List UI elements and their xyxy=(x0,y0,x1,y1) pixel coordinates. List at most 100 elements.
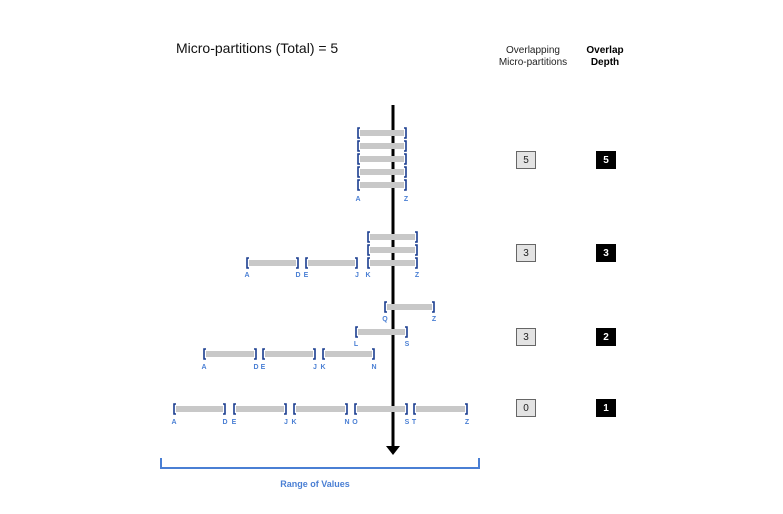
partition-s3-g3-1-from-label: A xyxy=(201,364,206,371)
partition-s1-g1-4-open-bracket xyxy=(357,166,360,178)
partition-s3-g3-3-bar xyxy=(325,351,372,357)
partition-s3-g2-1-to-label: S xyxy=(405,341,410,348)
partition-s4-g1-3-open-bracket xyxy=(293,403,296,415)
partition-s3-g3-1-to-label: D xyxy=(253,364,258,371)
diagram-title: Micro-partitions (Total) = 5 xyxy=(176,40,339,56)
partition-s3-g3-1-open-bracket xyxy=(203,348,206,360)
partition-s3-g3-1-close-bracket xyxy=(254,348,257,360)
overlap-depth-box-1: 5 xyxy=(596,151,616,169)
partition-s3-g3-3-open-bracket xyxy=(322,348,325,360)
partition-s1-g1-4-close-bracket xyxy=(404,166,407,178)
partition-s2-g1-3-from-label: K xyxy=(365,272,370,279)
overlapping-count-box-3: 3 xyxy=(516,328,536,346)
partition-s3-g1-1-to-label: Z xyxy=(432,316,437,323)
partition-s2-g2-1-open-bracket xyxy=(246,257,249,269)
range-of-values-label: Range of Values xyxy=(280,479,350,489)
partition-s2-g1-3-bar xyxy=(370,260,415,266)
partition-s4-g1-5-to-label: Z xyxy=(465,419,470,426)
overlapping-column-header: Overlapping Micro-partitions xyxy=(498,45,568,68)
overlapping-count-box-2: 3 xyxy=(516,244,536,262)
partition-s3-g1-1-open-bracket xyxy=(384,301,387,313)
partition-s1-g1-3-close-bracket xyxy=(404,153,407,165)
partition-s3-g3-2-to-label: J xyxy=(313,364,317,371)
partition-s4-g1-3-bar xyxy=(296,406,345,412)
partition-s4-g1-2-to-label: J xyxy=(284,419,288,426)
partition-s2-g1-3-to-label: Z xyxy=(415,272,420,279)
partition-s2-g2-2-to-label: J xyxy=(355,272,359,279)
partition-s4-g1-5-bar xyxy=(416,406,465,412)
partition-s2-g1-2-open-bracket xyxy=(367,244,370,256)
range-bracket xyxy=(160,458,480,469)
partition-s1-g1-5-bar xyxy=(360,182,404,188)
partition-s4-g1-5-from-label: T xyxy=(412,419,417,426)
partition-s4-g1-3-close-bracket xyxy=(345,403,348,415)
partition-s3-g3-2-from-label: E xyxy=(261,364,266,371)
partition-s3-g3-3-close-bracket xyxy=(372,348,375,360)
partition-s3-g3-2-close-bracket xyxy=(313,348,316,360)
partition-s1-g1-5-close-bracket xyxy=(404,179,407,191)
partition-s3-g2-1-open-bracket xyxy=(355,326,358,338)
partition-s4-g1-5-open-bracket xyxy=(413,403,416,415)
partition-s3-g1-1-from-label: Q xyxy=(382,316,388,323)
partition-s3-g2-1-bar xyxy=(358,329,405,335)
overlapping-count-box-1: 5 xyxy=(516,151,536,169)
partition-s3-g3-3-to-label: N xyxy=(371,364,376,371)
partition-s2-g1-2-bar xyxy=(370,247,415,253)
partition-s4-g1-4-bar xyxy=(357,406,405,412)
partition-s4-g1-4-close-bracket xyxy=(405,403,408,415)
partition-s4-g1-1-open-bracket xyxy=(173,403,176,415)
partition-s1-g1-2-bar xyxy=(360,143,404,149)
partition-s1-g1-2-close-bracket xyxy=(404,140,407,152)
partition-s2-g1-1-open-bracket xyxy=(367,231,370,243)
partition-s1-g1-3-open-bracket xyxy=(357,153,360,165)
partition-s4-g1-4-from-label: O xyxy=(352,419,358,426)
partition-s1-g1-5-open-bracket xyxy=(357,179,360,191)
partition-s2-g1-2-close-bracket xyxy=(415,244,418,256)
partition-s2-g2-2-open-bracket xyxy=(305,257,308,269)
overlap-depth-box-4: 1 xyxy=(596,399,616,417)
partition-s3-g3-2-bar xyxy=(265,351,313,357)
partition-s1-g1-1-close-bracket xyxy=(404,127,407,139)
partition-s4-g1-4-open-bracket xyxy=(354,403,357,415)
partition-s2-g2-2-close-bracket xyxy=(355,257,358,269)
partition-s2-g2-2-from-label: E xyxy=(304,272,309,279)
partition-s3-g3-2-open-bracket xyxy=(262,348,265,360)
overlap-depth-box-3: 2 xyxy=(596,328,616,346)
partition-s3-g2-1-close-bracket xyxy=(405,326,408,338)
partition-s1-g1-4-bar xyxy=(360,169,404,175)
partition-s2-g2-1-bar xyxy=(249,260,296,266)
partition-s3-g3-3-from-label: K xyxy=(320,364,325,371)
partition-s4-g1-2-open-bracket xyxy=(233,403,236,415)
partition-s3-g2-1-from-label: L xyxy=(354,341,359,348)
partition-s4-g1-5-close-bracket xyxy=(465,403,468,415)
overlapping-count-box-4: 0 xyxy=(516,399,536,417)
partition-s1-g1-5-from-label: A xyxy=(355,196,360,203)
overlap-depth-box-2: 3 xyxy=(596,244,616,262)
partition-s2-g1-3-close-bracket xyxy=(415,257,418,269)
partition-s4-g1-1-from-label: A xyxy=(171,419,176,426)
partition-s2-g2-1-to-label: D xyxy=(295,272,300,279)
partition-s1-g1-1-bar xyxy=(360,130,404,136)
overlap-depth-column-header: Overlap Depth xyxy=(586,45,624,68)
partition-s4-g1-3-from-label: K xyxy=(291,419,296,426)
partition-s2-g2-1-from-label: A xyxy=(244,272,249,279)
partition-s4-g1-2-from-label: E xyxy=(232,419,237,426)
partition-s4-g1-1-bar xyxy=(176,406,223,412)
partition-s3-g3-1-bar xyxy=(206,351,254,357)
partition-s4-g1-4-to-label: S xyxy=(405,419,410,426)
partition-s4-g1-2-close-bracket xyxy=(284,403,287,415)
partition-s1-g1-3-bar xyxy=(360,156,404,162)
partition-s2-g2-2-bar xyxy=(308,260,355,266)
value-axis-arrowhead xyxy=(386,446,400,455)
partition-s4-g1-1-to-label: D xyxy=(222,419,227,426)
partition-s2-g1-3-open-bracket xyxy=(367,257,370,269)
partition-s4-g1-3-to-label: N xyxy=(344,419,349,426)
partition-s3-g1-1-bar xyxy=(387,304,432,310)
partition-s2-g1-1-close-bracket xyxy=(415,231,418,243)
partition-s1-g1-2-open-bracket xyxy=(357,140,360,152)
partition-s4-g1-1-close-bracket xyxy=(223,403,226,415)
partition-s1-g1-1-open-bracket xyxy=(357,127,360,139)
partition-s4-g1-2-bar xyxy=(236,406,284,412)
partition-s1-g1-5-to-label: Z xyxy=(404,196,409,203)
